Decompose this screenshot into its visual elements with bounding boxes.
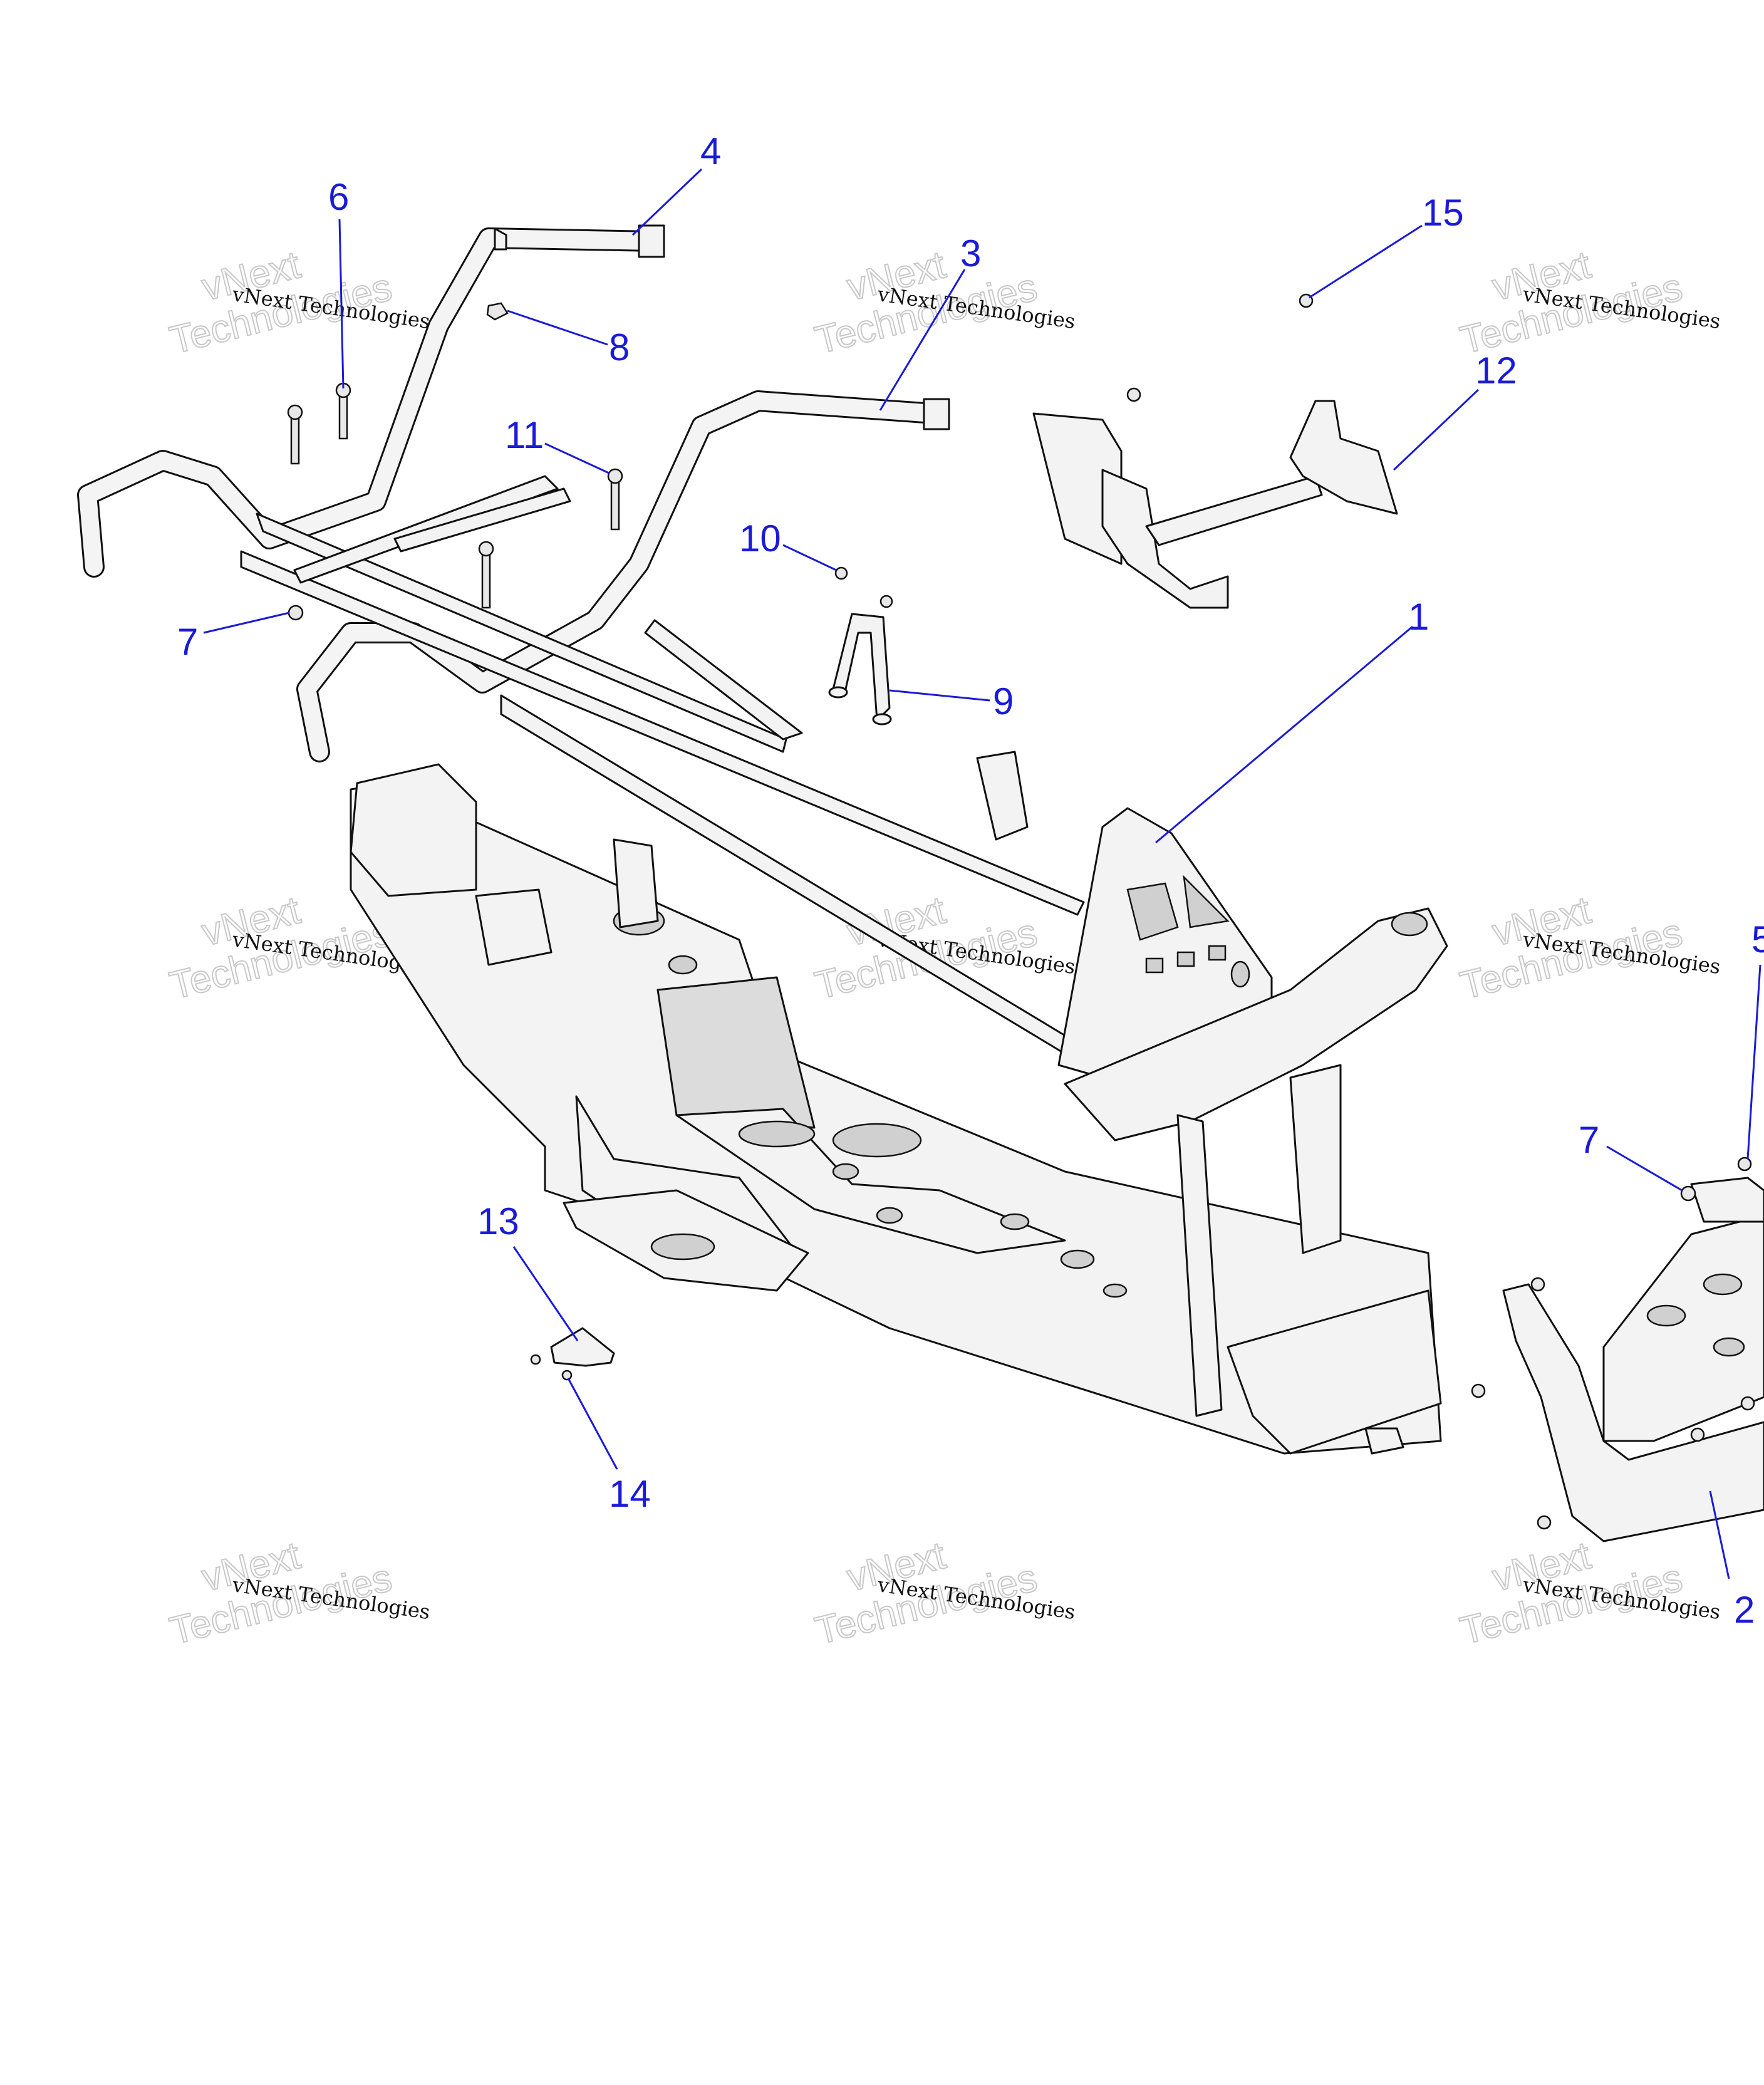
part-14-screw bbox=[530, 1354, 573, 1381]
callout-13: 13 bbox=[477, 1200, 519, 1242]
leader-12 bbox=[1393, 388, 1480, 471]
part-9-bracket bbox=[828, 613, 892, 725]
bolt-6a bbox=[290, 412, 300, 465]
leader-7a bbox=[203, 611, 290, 634]
callout-2: 2 bbox=[1734, 1589, 1755, 1631]
fasteners bbox=[287, 293, 1755, 1530]
leader-11 bbox=[544, 442, 610, 474]
watermark: vNext Technologies vNext Technologies bbox=[810, 1533, 1076, 1653]
nut-7b bbox=[1680, 1185, 1696, 1202]
bolt-5 bbox=[1737, 1157, 1752, 1172]
callout-10: 10 bbox=[739, 517, 781, 559]
bolt-10a bbox=[834, 566, 848, 580]
watermark: vNext Technologies vNext Technologies bbox=[165, 242, 431, 363]
nut-7a bbox=[288, 605, 304, 621]
part-13-bracket bbox=[550, 1327, 615, 1367]
watermark: vNext Technologies vNext Technologies bbox=[165, 1533, 431, 1653]
bolt-10b bbox=[879, 595, 893, 608]
callout-7b: 7 bbox=[1579, 1119, 1599, 1161]
callout-8: 8 bbox=[609, 326, 630, 368]
part-1-main-frame bbox=[240, 475, 1448, 1455]
callout-7a: 7 bbox=[177, 621, 198, 663]
leader-2 bbox=[1709, 1490, 1730, 1579]
watermark: vNext Technologies vNext Technologies bbox=[1455, 242, 1721, 363]
bolt-11a bbox=[610, 478, 620, 531]
callout-6: 6 bbox=[328, 176, 349, 218]
callout-3: 3 bbox=[960, 232, 981, 274]
callout-14: 14 bbox=[609, 1473, 651, 1515]
leader-14 bbox=[567, 1378, 618, 1470]
callout-5: 5 bbox=[1751, 918, 1764, 960]
leader-4 bbox=[631, 168, 703, 236]
part-3-upper-tube bbox=[296, 390, 950, 762]
leader-1 bbox=[1155, 625, 1413, 844]
callout-1: 1 bbox=[1408, 596, 1429, 638]
leader-3 bbox=[879, 269, 966, 411]
leader-8 bbox=[507, 309, 608, 346]
watermark: vNext Technologies vNext Technologies bbox=[1455, 1533, 1721, 1653]
bolt-11b bbox=[481, 550, 491, 609]
leader-5 bbox=[1746, 964, 1761, 1160]
part-2-front-bracket bbox=[1502, 1177, 1764, 1542]
leader-15 bbox=[1309, 224, 1423, 299]
callout-15: 15 bbox=[1422, 192, 1464, 234]
bolt-15b bbox=[1126, 387, 1141, 402]
part-12-heat-shield bbox=[1032, 400, 1398, 609]
callout-11: 11 bbox=[505, 414, 544, 456]
callout-9: 9 bbox=[993, 680, 1014, 722]
callouts: 1 2 3 4 5 6 7 7 8 9 10 11 12 bbox=[177, 130, 1764, 1631]
callout-4: 4 bbox=[700, 130, 721, 172]
leader-9 bbox=[889, 689, 990, 702]
leader-6 bbox=[338, 219, 345, 389]
nut-8 bbox=[486, 302, 509, 321]
part-4-upper-tube bbox=[77, 224, 665, 578]
leader-10 bbox=[782, 544, 837, 571]
watermark: vNext Technologies vNext Technologies bbox=[1455, 888, 1721, 1008]
bolt-6b bbox=[338, 390, 348, 440]
leader-7b bbox=[1606, 1145, 1683, 1192]
leader-13 bbox=[512, 1246, 579, 1341]
callout-12: 12 bbox=[1475, 350, 1517, 392]
